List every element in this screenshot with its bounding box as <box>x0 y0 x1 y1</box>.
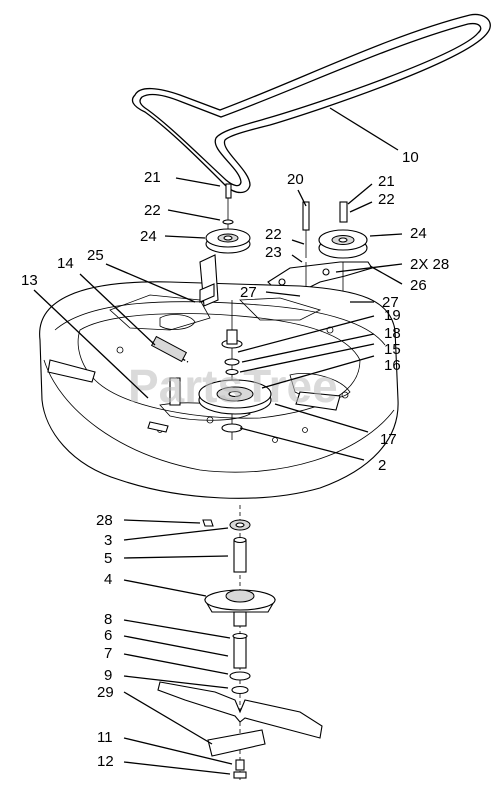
callout-28: 28 <box>96 512 113 529</box>
callout-7: 7 <box>104 645 112 662</box>
callout-12: 12 <box>97 753 114 770</box>
callout-22a: 22 <box>144 202 161 219</box>
callout-labels: 10 21 22 24 25 14 13 20 22 23 21 22 24 2… <box>21 149 449 770</box>
leader-lines <box>33 107 403 775</box>
idler-pulley-left <box>205 183 251 254</box>
callout-11: 11 <box>97 729 113 746</box>
mower-deck <box>39 254 399 499</box>
callout-24a: 24 <box>140 228 157 245</box>
callout-16: 16 <box>384 357 401 374</box>
callout-21b: 21 <box>378 173 395 190</box>
spindle-assembly <box>202 505 276 780</box>
callout-4: 4 <box>104 571 112 588</box>
drive-belt <box>131 13 491 194</box>
callout-13: 13 <box>21 272 38 289</box>
callout-29: 29 <box>97 684 114 701</box>
callout-23: 23 <box>265 244 282 261</box>
callout-22b: 22 <box>265 226 282 243</box>
callout-27a: 27 <box>240 284 257 301</box>
callout-5: 5 <box>104 550 112 567</box>
callout-25: 25 <box>87 247 104 264</box>
watermark: PartsTree <box>128 360 338 412</box>
callout-2x28: 2X 28 <box>410 256 449 273</box>
callout-8: 8 <box>104 611 112 628</box>
callout-26: 26 <box>410 277 427 294</box>
callout-9: 9 <box>104 667 112 684</box>
callout-24b: 24 <box>410 225 427 242</box>
callout-20: 20 <box>287 171 304 188</box>
callout-21a: 21 <box>144 169 161 186</box>
idler-pulley-right <box>302 201 368 259</box>
mower-blade <box>157 681 323 779</box>
callout-14: 14 <box>57 255 74 272</box>
callout-18: 18 <box>384 325 401 342</box>
callout-22c: 22 <box>378 191 395 208</box>
callout-27b: 27 <box>382 294 399 311</box>
callout-6: 6 <box>104 627 112 644</box>
callout-19: 19 <box>384 307 401 324</box>
callout-15: 15 <box>384 341 401 358</box>
callout-17: 17 <box>380 431 397 448</box>
callout-10: 10 <box>402 149 419 166</box>
callout-2: 2 <box>378 457 386 474</box>
callout-3: 3 <box>104 532 112 549</box>
